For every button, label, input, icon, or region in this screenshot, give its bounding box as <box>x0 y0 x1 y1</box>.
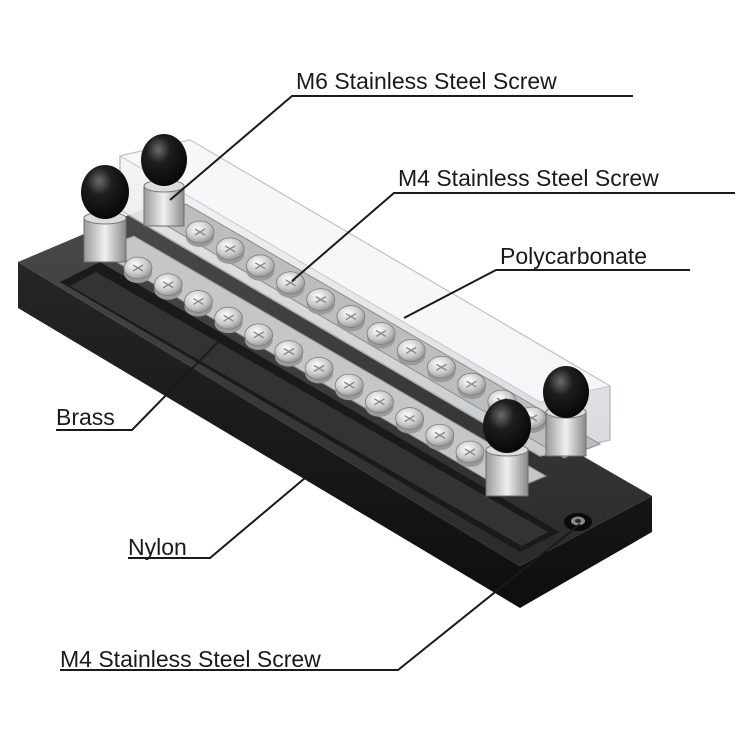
m4-screw-front-3 <box>183 290 213 317</box>
leader-m4-bottom <box>60 523 581 671</box>
m4-screw-front-2 <box>153 273 183 300</box>
m4-screw-back-8 <box>396 338 426 366</box>
leader-nylon <box>128 461 325 559</box>
m6-stud-front-right <box>483 399 531 497</box>
m4-screw-front-6 <box>274 340 304 367</box>
leader-poly <box>403 269 690 319</box>
leader-lines <box>56 95 735 671</box>
m4-screw-back-1 <box>185 220 215 247</box>
m4-screw-front-10 <box>395 407 425 434</box>
leader-m4-top <box>291 192 735 282</box>
m4-screw-front-9 <box>365 390 394 417</box>
m4-screw-back-10 <box>457 372 487 400</box>
m4-screw-front-4 <box>214 306 243 334</box>
m6-stud-back-right <box>543 366 589 457</box>
m4-screw-front-7 <box>304 356 334 384</box>
m4-screw-front-5 <box>244 323 274 350</box>
m4-screw-back-9 <box>427 355 456 383</box>
leader-brass <box>56 339 221 431</box>
m4-screw-back-7 <box>366 322 396 349</box>
label-m4-screw-top: M4 Stainless Steel Screw <box>398 165 659 191</box>
label-m4-screw-bottom: M4 Stainless Steel Screw <box>60 646 321 672</box>
label-m6-screw: M6 Stainless Steel Screw <box>296 68 557 94</box>
m4-screw-back-2 <box>215 237 245 264</box>
m4-screw-front-1 <box>123 256 153 283</box>
m4-screw-front-8 <box>334 373 364 401</box>
label-brass: Brass <box>56 404 115 430</box>
m4-screw-back-6 <box>336 305 366 332</box>
m4-screw-front-11 <box>425 423 455 451</box>
screw-row-front <box>123 256 485 467</box>
m4-screw-front-12 <box>455 440 485 467</box>
m4-screw-back-3 <box>245 254 275 281</box>
m4-screw-back-4 <box>276 271 305 298</box>
m4-screw-back-5 <box>306 288 336 315</box>
leader-m6 <box>169 95 633 201</box>
label-nylon: Nylon <box>128 534 187 560</box>
label-polycarbonate: Polycarbonate <box>500 243 648 269</box>
m6-stud-front-left <box>81 165 129 263</box>
m6-stud-back-left <box>141 134 187 227</box>
